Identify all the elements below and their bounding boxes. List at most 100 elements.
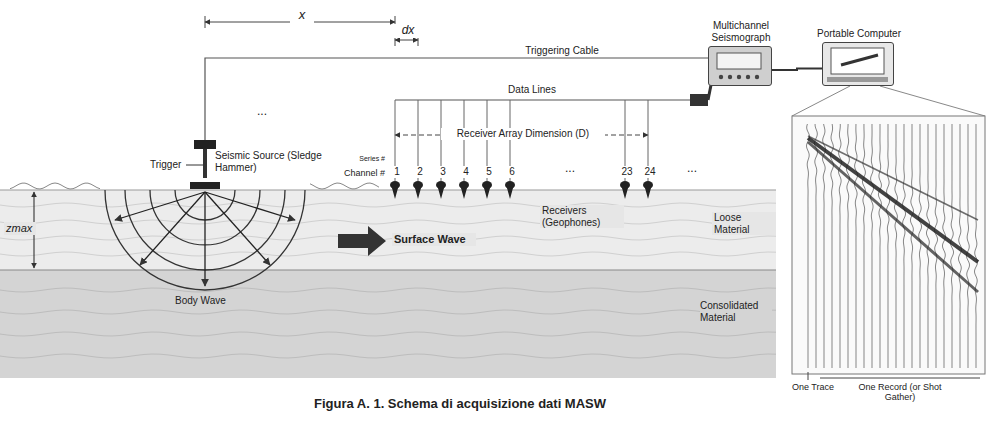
device-face (823, 43, 893, 85)
geophone (482, 181, 492, 189)
part-label: Channel # (320, 168, 385, 178)
geophone (505, 181, 515, 189)
data-plug (690, 94, 708, 106)
trace (942, 124, 945, 368)
trace (894, 124, 897, 368)
part-label: Receivers (Geophones) (540, 205, 624, 228)
geophone (390, 181, 400, 189)
part-label: Surface Wave (392, 233, 476, 246)
dispersion-band (808, 138, 978, 262)
device-label: Multichannel Seismograph (686, 20, 796, 43)
dispersion-band (808, 136, 978, 220)
geophone-spike (415, 188, 421, 199)
channel-number: 3 (433, 166, 453, 178)
layer-line (0, 288, 776, 292)
trace (806, 124, 809, 368)
device-cable (772, 68, 822, 70)
channel-number: 1 (387, 166, 407, 178)
geophone (620, 181, 630, 189)
channel-number: 4 (456, 166, 476, 178)
channel-number: 6 (502, 166, 522, 178)
channel-number: 23 (617, 166, 637, 178)
surface-wave-ripples (10, 183, 379, 189)
leader-line (808, 372, 809, 380)
geophone (459, 181, 469, 189)
trace (846, 124, 849, 368)
bracket (820, 378, 980, 379)
dx-dimension (395, 40, 418, 41)
figure-caption: Figura A. 1. Schema di acquisizione dati… (250, 396, 670, 411)
part-label: Receiver Array Dimension (D) (441, 128, 605, 140)
part-label: Seismic Source (Sledge Hammer) (215, 150, 325, 173)
trigger-lead (186, 165, 203, 166)
trace (974, 124, 977, 368)
channel-number: 5 (479, 166, 499, 178)
geophone-array (390, 100, 653, 199)
dimension-label: dx (394, 24, 422, 38)
device-label: Portable Computer (814, 28, 904, 40)
geophone-spike (622, 188, 628, 199)
ellipsis-mark: ... (247, 105, 277, 119)
surface-ripple (10, 183, 100, 189)
layer-line (0, 203, 776, 207)
ellipsis-mark: ... (675, 162, 709, 176)
impact-plate (190, 182, 220, 189)
channel-number: 24 (640, 166, 660, 178)
ground-surface (0, 190, 776, 191)
trace (910, 124, 913, 368)
layer-lines (0, 203, 776, 358)
geophone-spike (392, 188, 398, 199)
trace (966, 124, 969, 368)
triggering-cable (205, 58, 708, 142)
ray-arrows (115, 192, 295, 286)
trace (871, 124, 874, 368)
computer-box: Portable Computer (822, 42, 894, 86)
seismic-traces (806, 124, 977, 368)
geophone (413, 181, 423, 189)
geophone-spike (645, 188, 651, 199)
trace (823, 124, 826, 368)
geophone-spike (438, 188, 444, 199)
layer-line (0, 354, 776, 358)
zoom-line (880, 86, 985, 116)
loose-material-layer (0, 190, 776, 270)
layer-boundary (0, 269, 776, 270)
geophone (436, 181, 446, 189)
part-label: Triggering Cable (505, 45, 619, 57)
layer-line (0, 252, 776, 256)
trace (887, 124, 890, 368)
body-wave-fronts (105, 190, 305, 290)
part-label: One Trace (792, 382, 852, 392)
consolidated-layer (0, 270, 776, 378)
trace (903, 124, 906, 368)
channel-number: 2 (410, 166, 430, 178)
geophone (643, 181, 653, 189)
layer-line (0, 332, 776, 336)
tick (205, 16, 206, 28)
part-label: Trigger (150, 159, 186, 171)
dimension-label: zmax (4, 222, 36, 235)
geophone-spike (461, 188, 467, 199)
hammer-head (194, 140, 216, 149)
part-label: Data Lines (490, 84, 574, 96)
layer-line (0, 310, 776, 314)
trace (919, 124, 922, 368)
trace (878, 124, 881, 368)
part-label: Consolidated Material (700, 300, 772, 323)
zoom-line (792, 86, 850, 116)
part-label: Series # (335, 155, 385, 163)
trace (862, 124, 865, 368)
dimension-label: x (290, 8, 314, 23)
dispersion-band (808, 142, 978, 292)
shot-gather-panel (792, 116, 985, 374)
geophone-spike (507, 188, 513, 199)
part-label: One Record (or Shot Gather) (855, 382, 945, 403)
seismograph-box: Multichannel Seismograph (708, 46, 772, 86)
geophone-spike (484, 188, 490, 199)
surface-ripple (310, 183, 379, 189)
trace (814, 124, 817, 368)
part-label: Loose Material (712, 212, 776, 235)
ellipsis-mark: ... (553, 162, 587, 176)
trace (934, 124, 937, 368)
surface-wave-arrow (338, 226, 386, 256)
